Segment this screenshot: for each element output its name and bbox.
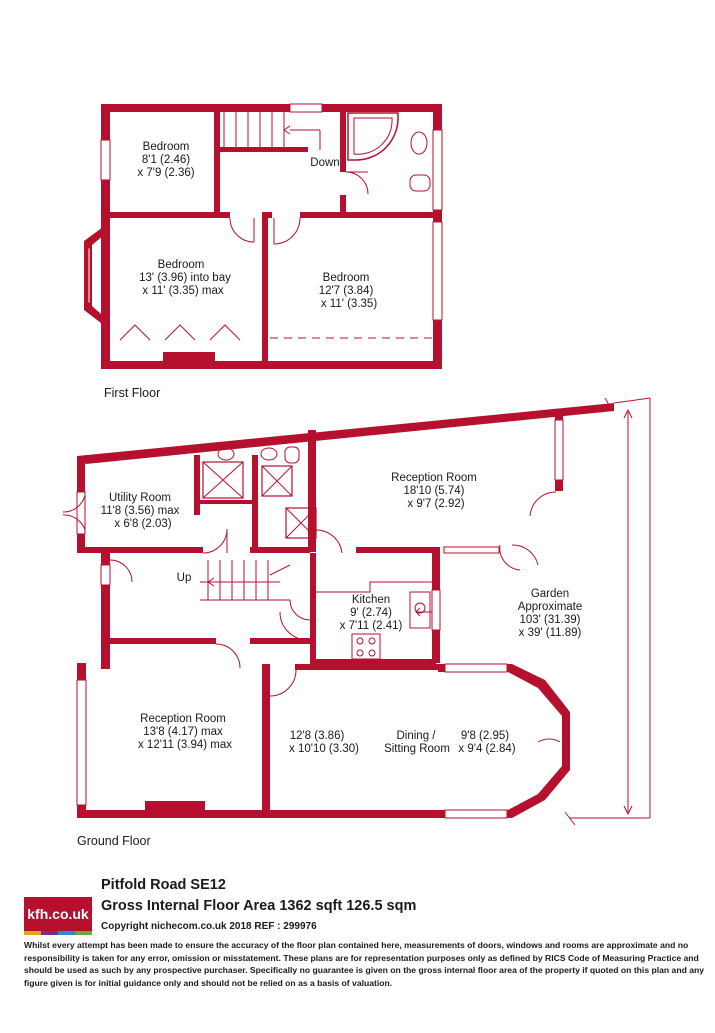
- room-dimension: 12'8 (3.86): [290, 730, 345, 742]
- logo-bar: [24, 931, 41, 935]
- room-dimension: 11'8 (3.56) max: [101, 505, 180, 517]
- room-name: Bedroom: [143, 141, 190, 153]
- disclaimer: Whilst every attempt has been made to en…: [24, 940, 705, 988]
- room-dimension: 9' (2.74): [350, 607, 392, 619]
- room-dimension: 9'8 (2.95): [461, 730, 509, 742]
- room-dimension: x 11' (3.35): [321, 298, 377, 310]
- logo-bar: [75, 931, 92, 935]
- property-address: Pitfold Road SE12: [101, 877, 226, 893]
- room-name: Bedroom: [323, 272, 370, 284]
- room-dimension: x 9'7 (2.92): [407, 498, 464, 510]
- room-name: Garden: [531, 588, 569, 600]
- room-dimension: 13' (3.96) into bay: [139, 272, 231, 284]
- floor-area: Gross Internal Floor Area 1362 sqft 126.…: [101, 898, 417, 914]
- room-name: Utility Room: [109, 492, 171, 504]
- room-name: Bedroom: [158, 259, 205, 271]
- room-dimension: 12'7 (3.84): [319, 285, 374, 297]
- room-dimension: x 6'8 (2.03): [114, 518, 171, 530]
- room-name: Reception Room: [140, 713, 226, 725]
- room-dimension: 18'10 (5.74): [403, 485, 464, 497]
- logo-bar: [41, 931, 58, 935]
- room-dimension: x 11' (3.35) max: [142, 285, 223, 297]
- first-floor-plan: Bedroom 8'1 (2.46) x 7'9 (2.36) Bedroom …: [84, 103, 443, 369]
- floor-label: Ground Floor: [77, 834, 151, 848]
- room-dimension: x 7'9 (2.36): [137, 167, 194, 179]
- logo-bar: [58, 931, 75, 935]
- room-dimension: x 39' (11.89): [519, 627, 582, 639]
- room-name: Reception Room: [391, 472, 477, 484]
- logo-text: kfh.co.uk: [27, 906, 89, 922]
- stairs-label: Down: [310, 157, 339, 169]
- room-dimension: 13'8 (4.17) max: [143, 726, 223, 738]
- room-dimension: 8'1 (2.46): [142, 154, 190, 166]
- ground-floor-plan: Utility Room 11'8 (3.56) max x 6'8 (2.03…: [62, 397, 651, 826]
- room-name: Kitchen: [352, 594, 390, 606]
- room-dimension: x 7'11 (2.41): [340, 620, 403, 632]
- copyright: Copyright nichecom.co.uk 2018 REF : 2999…: [101, 921, 317, 932]
- room-name: Sitting Room: [384, 743, 450, 755]
- logo-colour-bars: [24, 931, 92, 935]
- room-dimension: x 9'4 (2.84): [458, 743, 515, 755]
- room-dimension: x 12'11 (3.94) max: [138, 739, 232, 751]
- floor-label: First Floor: [104, 386, 160, 400]
- room-dimension: 103' (31.39): [519, 614, 580, 626]
- room-dimension: x 10'10 (3.30): [289, 743, 359, 755]
- room-name: Approximate: [518, 601, 583, 613]
- stairs-label: Up: [177, 572, 192, 584]
- kfh-logo: kfh.co.uk: [24, 897, 92, 931]
- room-name: Dining /: [397, 730, 437, 742]
